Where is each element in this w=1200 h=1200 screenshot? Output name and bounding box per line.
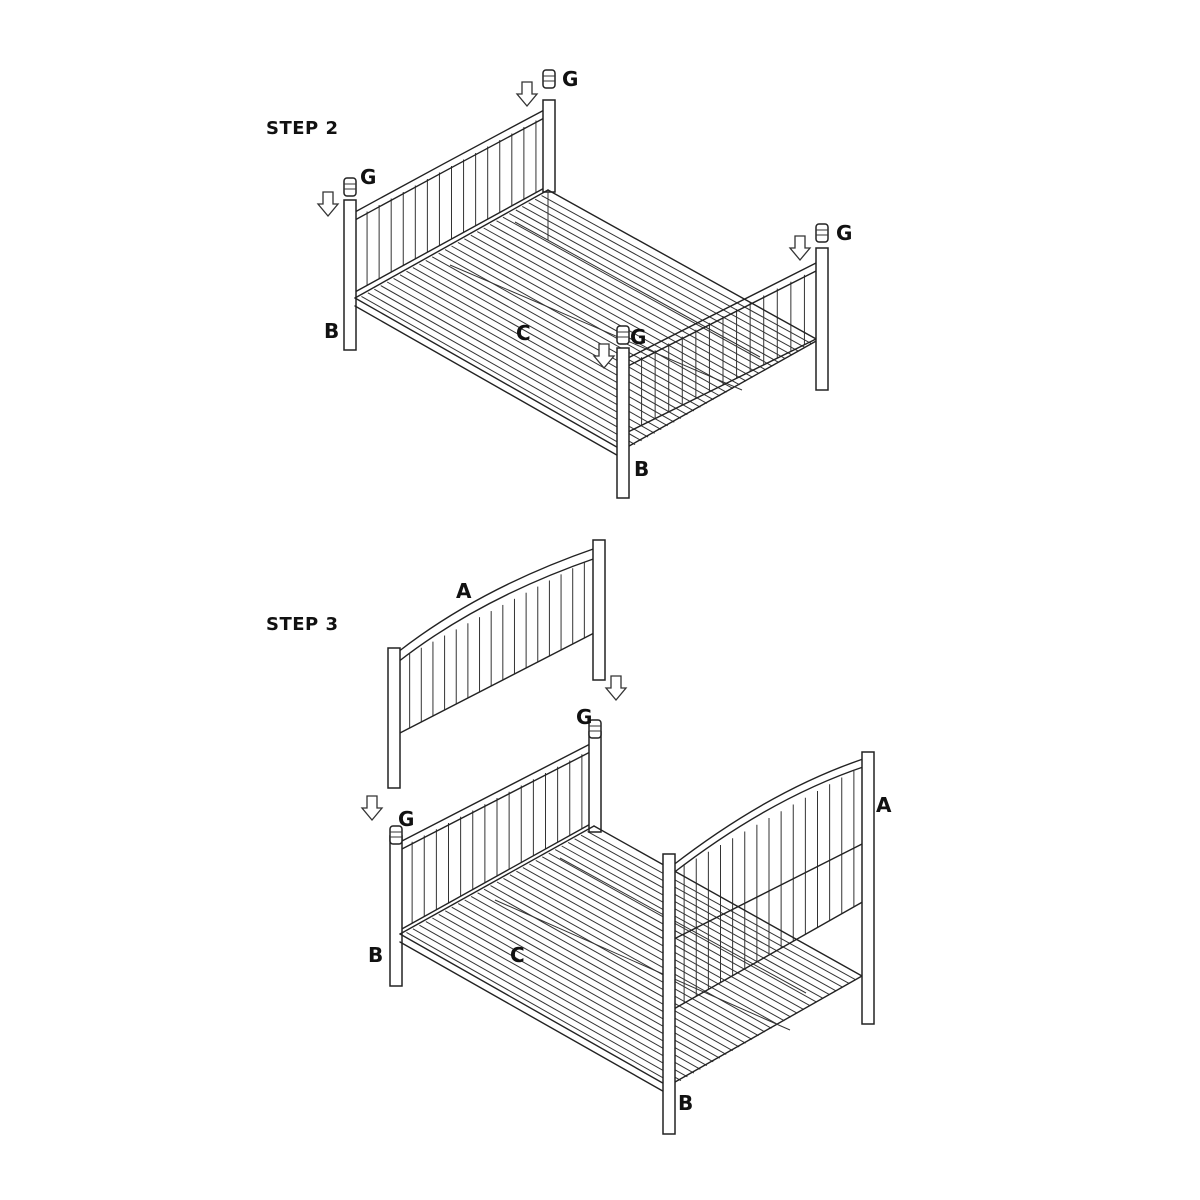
step2-cap-3: [815, 223, 829, 243]
base-slat: [567, 841, 837, 992]
step2-label-cap-g-3: G: [836, 221, 852, 245]
base-slat: [406, 931, 675, 1085]
base-slat: [444, 249, 714, 401]
step2-post-back-left: [343, 199, 357, 351]
base-slat: [367, 292, 636, 445]
step2-label-cap-g-2: G: [562, 67, 578, 91]
step3-post-front-left: [662, 853, 676, 1135]
base-slat: [522, 205, 793, 356]
base-slat: [438, 252, 708, 404]
step3-footboard-slats: [683, 770, 855, 1004]
step-3-title: STEP 3: [266, 614, 339, 635]
base-slat: [561, 845, 830, 996]
step3-label-headboard-a-2: A: [876, 793, 892, 817]
step3-loose-headboard-top-rail: [397, 547, 597, 653]
base-slat: [509, 213, 780, 363]
step3-headboard-slats: [411, 754, 583, 924]
base-slat: [419, 924, 688, 1078]
base-slat: [509, 874, 779, 1025]
step2-post-front-left: [616, 347, 630, 499]
base-slat: [386, 281, 655, 434]
base-slat: [470, 234, 740, 386]
base-slat: [541, 195, 812, 345]
base-slat: [380, 285, 649, 438]
step3-loose-headboard-slats: [409, 562, 585, 728]
base-slat: [412, 267, 682, 419]
base-slat: [457, 903, 727, 1055]
step2-cap-4: [616, 325, 630, 345]
base-slat: [580, 834, 850, 984]
base-slat: [451, 906, 720, 1059]
base-slat: [425, 921, 695, 1074]
base-slat: [412, 928, 682, 1081]
base-slat: [483, 227, 753, 378]
base-slat: [496, 220, 766, 371]
base-slat: [457, 241, 727, 393]
base-slat: [554, 849, 824, 999]
base-slat: [496, 881, 766, 1033]
base-slat: [534, 198, 806, 348]
step-2-drawing: G G G G B B C: [317, 67, 852, 499]
step2-headboard-top-rail: [354, 107, 549, 213]
base-slat: [476, 231, 747, 382]
step2-label-cap-g-1: G: [360, 165, 376, 189]
base-slat: [477, 892, 746, 1044]
base-slat: [542, 856, 811, 1007]
step3-base-slats: [406, 831, 856, 1085]
down-arrow-icon: [789, 235, 811, 261]
base-slat: [464, 899, 733, 1052]
step3-post-back-left: [389, 835, 403, 987]
step3-post-front-right: [861, 751, 875, 1025]
step3-label-headboard-a-1: A: [456, 579, 472, 603]
base-slat: [490, 885, 759, 1037]
base-slat: [451, 245, 721, 397]
down-arrow-icon: [317, 191, 339, 217]
step3-label-cap-g-1: G: [398, 807, 414, 831]
step2-base-slats: [361, 195, 812, 449]
step3-label-rail-c: C: [510, 943, 525, 967]
step-3-drawing: A A G G B B C: [361, 539, 892, 1135]
step2-post-back-right: [542, 99, 556, 193]
step3-label-post-b-1: B: [368, 943, 383, 967]
base-slat: [470, 895, 740, 1048]
step2-headboard-slats: [366, 120, 537, 286]
base-slat: [516, 870, 785, 1022]
base-slat: [548, 852, 817, 1003]
step2-label-rail-c: C: [516, 321, 531, 345]
base-slat: [425, 259, 695, 412]
base-slat: [419, 263, 688, 416]
base-slat: [432, 917, 701, 1070]
base-slat: [528, 202, 799, 352]
base-slat: [374, 288, 642, 442]
step2-label-cap-g-4: G: [630, 325, 646, 349]
step2-cap-2: [542, 69, 556, 89]
base-slat: [515, 209, 786, 360]
base-slat: [438, 913, 708, 1067]
base-slat: [483, 888, 753, 1040]
base-slat: [464, 238, 734, 389]
step3-label-cap-g-2: G: [576, 705, 592, 729]
down-arrow-icon: [605, 675, 627, 701]
down-arrow-icon: [516, 81, 538, 107]
step2-label-post-b-2: B: [634, 457, 649, 481]
step3-post-back-right: [588, 731, 602, 833]
step2-post-front-right: [815, 247, 829, 391]
down-arrow-icon: [361, 795, 383, 821]
step3-label-post-b-2: B: [678, 1091, 693, 1115]
step-2-title: STEP 2: [266, 118, 339, 139]
base-slat: [431, 256, 701, 408]
base-slat: [587, 831, 856, 981]
base-slat: [503, 877, 772, 1029]
base-slat: [502, 216, 773, 367]
base-slat: [522, 867, 792, 1018]
step2-label-post-b-1: B: [324, 319, 339, 343]
base-slat: [361, 295, 629, 449]
base-slat: [489, 223, 760, 375]
step2-cap-1: [343, 177, 357, 197]
